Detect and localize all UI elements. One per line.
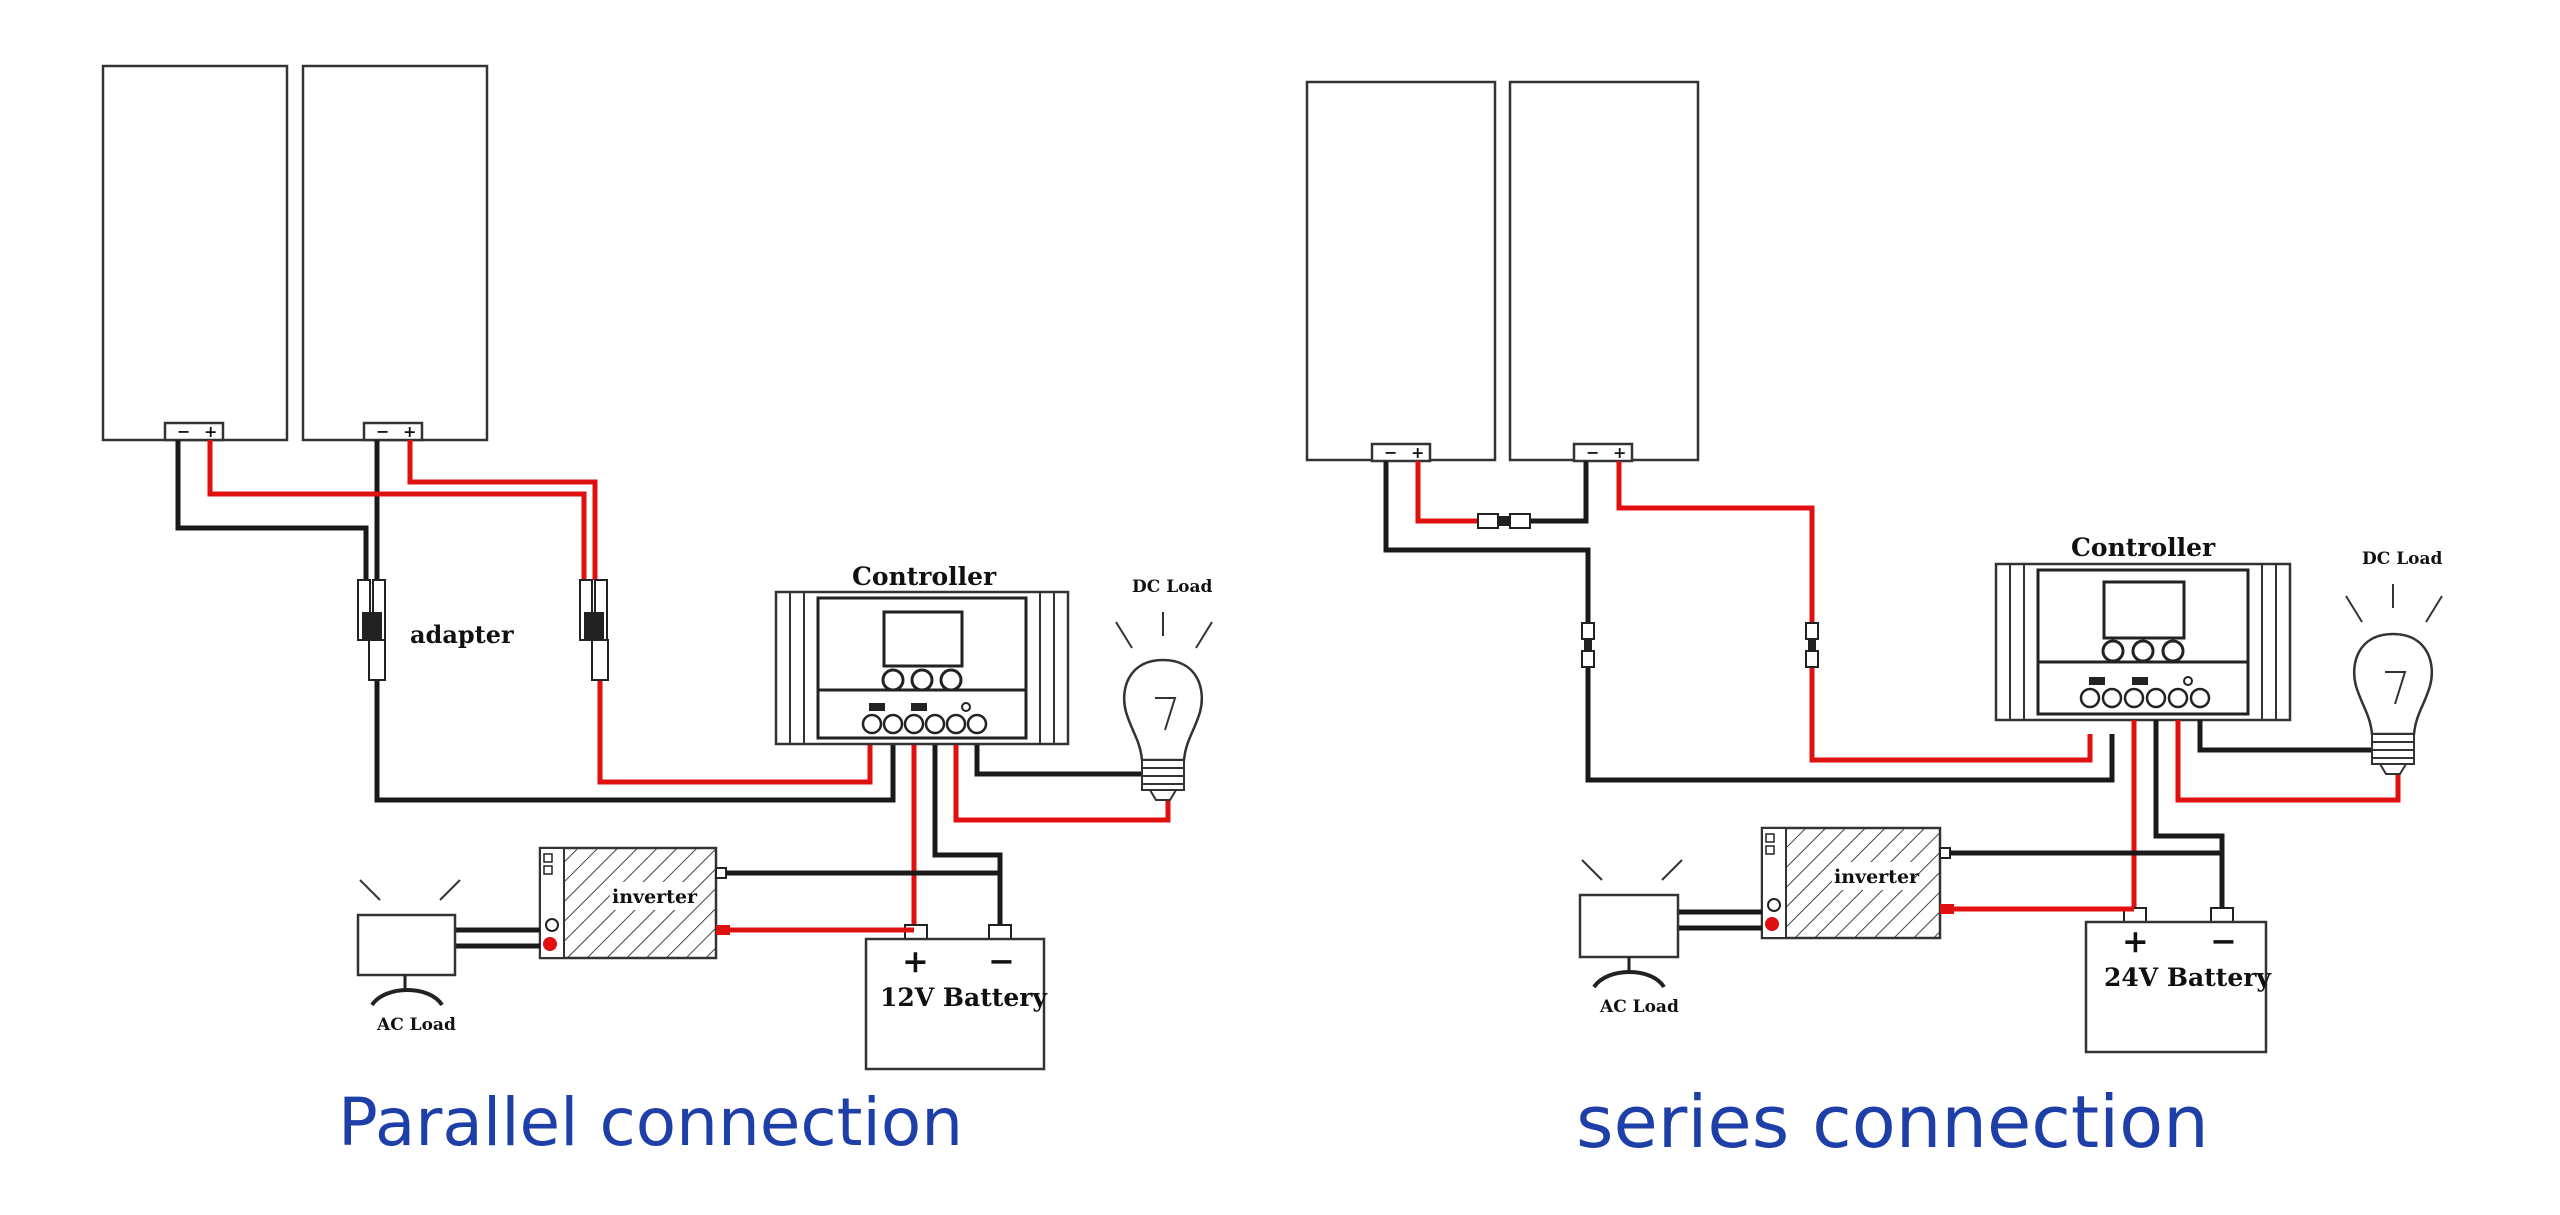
inverter-power-indicator — [1765, 917, 1779, 931]
ac-load-device: AC Load — [356, 879, 461, 1035]
positive-wire-panel-1 — [207, 440, 587, 580]
controller-terminal — [2123, 687, 2145, 709]
adapter-negative — [357, 579, 386, 681]
negative-wire-to-controller — [374, 680, 896, 803]
solar-panel-1 — [1305, 80, 1497, 462]
controller-terminal — [903, 713, 925, 735]
controller-terminal — [2167, 687, 2189, 709]
positive-wire-dc-load — [2175, 720, 2401, 803]
adapter-positive — [579, 579, 609, 681]
controller-button — [881, 668, 905, 692]
panel-2-junction-box: − + — [1572, 442, 1634, 463]
terminal-plus: + — [1411, 443, 1424, 462]
controller-terminal — [2189, 687, 2211, 709]
parallel-diagram: − + − + adapter — [101, 64, 1213, 1161]
panel-1-junction-box: − + — [163, 421, 225, 442]
inverter-label: inverter — [1834, 866, 1920, 888]
battery-minus: − — [2210, 922, 2237, 960]
dc-load-bulb: DC Load — [1115, 577, 1213, 801]
controller-terminal — [2101, 687, 2123, 709]
positive-wire-dc-load — [953, 745, 1171, 823]
negative-wire-dc-load — [974, 745, 1151, 790]
inverter: inverter — [1760, 826, 1954, 940]
panel-1-junction-box: − + — [1370, 442, 1432, 463]
controller-terminal — [2145, 687, 2167, 709]
terminal-icons — [869, 702, 971, 712]
ac-load-label: AC Load — [1599, 997, 1679, 1017]
wire-connector — [1581, 622, 1595, 668]
controller-button — [910, 668, 934, 692]
controller-terminal — [945, 713, 967, 735]
solar-panel-2 — [1508, 80, 1700, 462]
negative-wire-dc-load — [2197, 720, 2381, 765]
battery-label: 24V Battery — [2104, 963, 2272, 992]
battery-24v: + − 24V Battery — [2084, 907, 2272, 1054]
terminal-icons — [2089, 676, 2193, 686]
controller-button — [2131, 639, 2155, 663]
controller-button — [2101, 639, 2125, 663]
terminal-minus: − — [1384, 443, 1397, 462]
terminal-plus: + — [403, 422, 416, 441]
negative-wire-panel-1 — [175, 440, 369, 580]
inverter-label: inverter — [612, 886, 698, 908]
terminal-plus: + — [204, 422, 217, 441]
solar-panel-2 — [301, 64, 489, 442]
panel-2-junction-box: − + — [362, 421, 424, 442]
positive-wire-to-controller — [597, 680, 873, 785]
adapter-label: adapter — [410, 620, 514, 649]
controller-terminal — [882, 713, 904, 735]
controller-terminal — [2079, 687, 2101, 709]
charge-controller: Controller — [1994, 533, 2292, 722]
battery-plus: + — [902, 942, 929, 980]
controller-label: Controller — [852, 562, 997, 591]
series-link-positive — [1415, 461, 1478, 524]
series-link-negative — [1530, 461, 1589, 524]
controller-button — [2161, 639, 2185, 663]
inverter-negative-wire — [726, 870, 1003, 925]
controller-label: Controller — [2071, 533, 2216, 562]
dc-load-label: DC Load — [1132, 577, 1212, 597]
controller-terminal — [924, 713, 946, 735]
battery-plus: + — [2122, 922, 2149, 960]
dc-load-bulb: DC Load — [2345, 549, 2443, 775]
controller-display — [882, 610, 964, 668]
terminal-minus: − — [376, 422, 389, 441]
inverter-negative-wire — [1950, 850, 2225, 908]
series-connector — [1477, 513, 1531, 529]
wire-connector — [1805, 622, 1819, 668]
terminal-minus: − — [1586, 443, 1599, 462]
parallel-caption: Parallel connection — [338, 1084, 963, 1161]
positive-wire-panel-2 — [407, 440, 598, 580]
ac-load-label: AC Load — [376, 1015, 456, 1035]
controller-terminal — [861, 713, 883, 735]
battery-12v: + − 12V Battery — [864, 924, 1048, 1071]
controller-button — [939, 668, 963, 692]
ac-load-device: AC Load — [1578, 859, 1683, 1017]
charge-controller: Controller — [774, 562, 1070, 746]
inverter-power-indicator — [543, 937, 557, 951]
controller-terminal — [966, 713, 988, 735]
solar-panel-1 — [101, 64, 289, 442]
battery-label: 12V Battery — [880, 983, 1048, 1012]
terminal-minus: − — [177, 422, 190, 441]
battery-minus: − — [988, 942, 1015, 980]
terminal-plus: + — [1613, 443, 1626, 462]
series-caption: series connection — [1576, 1080, 2209, 1164]
dc-load-label: DC Load — [2362, 549, 2442, 569]
controller-display — [2102, 580, 2186, 640]
series-diagram: − + − + Controller — [1305, 80, 2443, 1164]
inverter: inverter — [538, 846, 730, 960]
